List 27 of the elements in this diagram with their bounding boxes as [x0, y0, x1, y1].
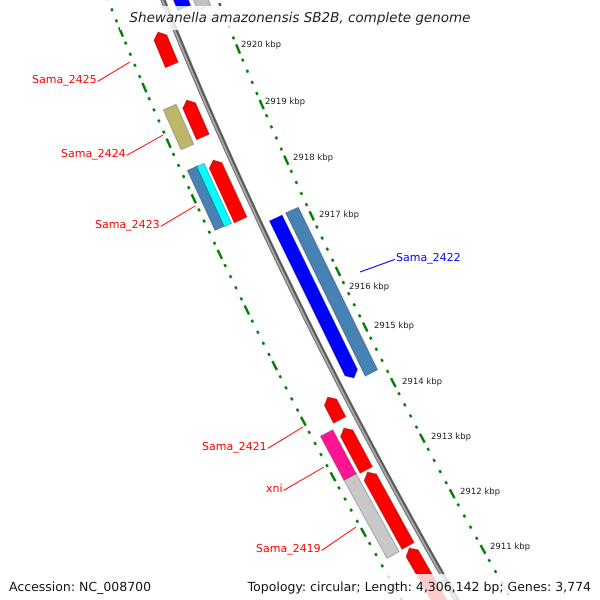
footer-text: Topology: circular; Length: 4,306,142 bp; Genes: 3,774 — [248, 578, 591, 596]
leader-line — [360, 258, 396, 272]
leader-line — [97, 62, 130, 82]
position-label: 2920 kbp — [241, 41, 282, 50]
gene-label: Sama_2424 — [61, 147, 126, 161]
position-label: 2911 kbp — [490, 543, 530, 552]
position-label: 2913 kbp — [431, 433, 472, 442]
leader-line — [126, 134, 164, 156]
position-label: 2914 kbp — [402, 378, 442, 386]
title: Shewanella amazonensis SB2B, complete genome — [129, 8, 470, 28]
leader-line — [321, 526, 356, 551]
gene-label: Sama_2422 — [396, 251, 461, 265]
footer-text: Accession: NC_008700 — [9, 578, 152, 596]
position-label: 2917 kbp — [319, 211, 360, 220]
position-label: 2916 kbp — [349, 283, 390, 292]
gene-label: Sama_2423 — [95, 218, 160, 232]
position-label: 2915 kbp — [374, 322, 414, 330]
position-label: 2918 kbp — [293, 154, 334, 162]
position-label: 2919 kbp — [265, 98, 306, 106]
position-label: 2912 kbp — [460, 488, 500, 496]
gene-label: Sama_2419 — [256, 542, 321, 556]
gene-label: Sama_2425 — [32, 73, 97, 87]
gene-label: xni — [266, 482, 283, 496]
gene-label: Sama_2421 — [202, 440, 267, 454]
leader-line — [267, 426, 304, 449]
leader-line — [283, 466, 324, 491]
leader-line — [160, 206, 196, 227]
